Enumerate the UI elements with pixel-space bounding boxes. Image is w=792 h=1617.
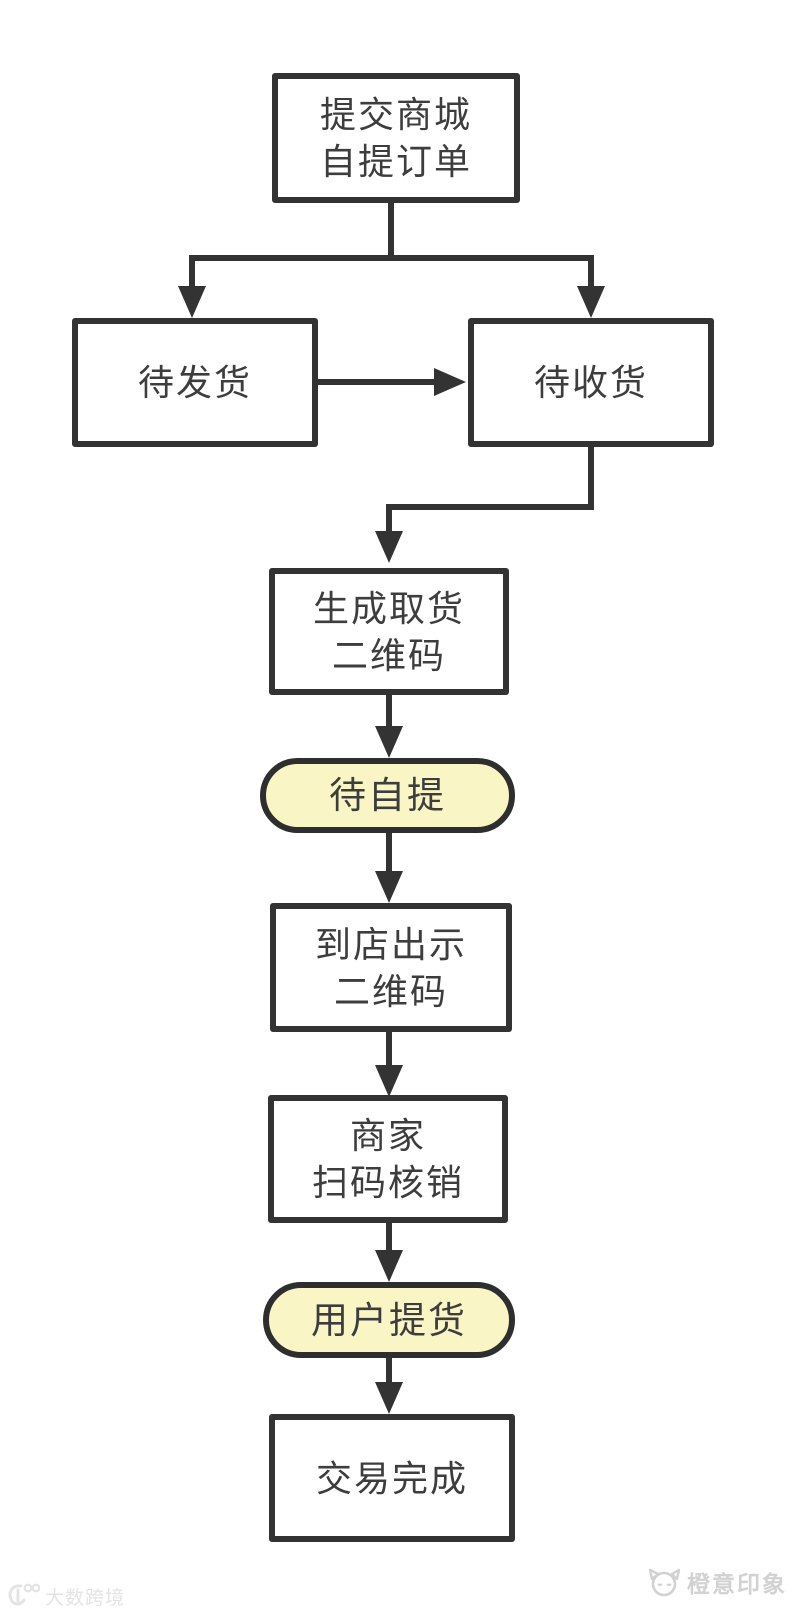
- label-line: 到店出示: [314, 923, 467, 965]
- node-awaiting-shipment-label: 待发货: [138, 359, 252, 406]
- label-line: 扫码核销: [311, 1162, 464, 1203]
- label-line: 提交商城: [319, 94, 472, 135]
- connector-qr-to-pickup-wait: [386, 695, 392, 726]
- label-line: 交易完成: [315, 1457, 468, 1499]
- label-line: 待收货: [533, 362, 648, 403]
- node-awaiting-receipt-label: 待收货: [534, 359, 648, 406]
- connector-pickupwait-to-showqr: [386, 833, 392, 871]
- node-awaiting-self-pickup-label: 待自提: [329, 772, 446, 819]
- label-line: 待自提: [329, 775, 446, 816]
- label-line: 二维码: [333, 970, 448, 1012]
- watermark-left-text: 大数跨境: [45, 1587, 126, 1609]
- node-user-pickup: 用户提货: [263, 1282, 515, 1358]
- node-user-pickup-label: 用户提货: [311, 1297, 467, 1344]
- arrowhead-to-awaiting-self-pickup-icon: [375, 726, 403, 758]
- label-line: 商家: [349, 1115, 426, 1156]
- connector-showqr-to-scan: [386, 1032, 392, 1065]
- watermark-right-text: 橙意印象: [687, 1571, 787, 1597]
- connector-shipment-to-receipt: [318, 379, 434, 385]
- arrowhead-to-awaiting-shipment-icon: [178, 286, 206, 318]
- node-submit-order: 提交商城 自提订单: [272, 73, 520, 203]
- connector-branch-left: [189, 255, 195, 286]
- connector-branch-right: [588, 255, 594, 286]
- node-transaction-complete: 交易完成: [269, 1414, 515, 1542]
- arrowhead-to-merchant-scan-icon: [375, 1065, 403, 1097]
- connector-elbow-down: [386, 504, 392, 531]
- node-transaction-complete-label: 交易完成: [316, 1455, 468, 1502]
- watermark-left: 大数跨境: [6, 1582, 125, 1610]
- connector-userpickup-to-complete: [386, 1358, 392, 1382]
- label-line: 用户提货: [311, 1299, 467, 1341]
- dashu-kuajing-logo-icon: [6, 1582, 40, 1610]
- label-line: 生成取货: [312, 587, 465, 629]
- watermark-right: 橙意印象: [646, 1565, 787, 1599]
- arrowhead-to-user-pickup-icon: [375, 1250, 403, 1282]
- node-merchant-scan-verify: 商家 扫码核销: [268, 1095, 508, 1223]
- node-awaiting-receipt: 待收货: [468, 318, 714, 447]
- node-submit-order-label: 提交商城 自提订单: [320, 91, 472, 185]
- node-generate-pickup-qr: 生成取货 二维码: [269, 568, 509, 695]
- connector-elbow-horizontal: [386, 504, 594, 510]
- connector-submit-down: [388, 200, 394, 261]
- node-awaiting-shipment: 待发货: [72, 318, 318, 447]
- node-generate-pickup-qr-label: 生成取货 二维码: [313, 585, 465, 679]
- arrowhead-to-show-qr-icon: [375, 871, 403, 903]
- node-awaiting-self-pickup: 待自提: [260, 758, 515, 833]
- node-merchant-scan-verify-label: 商家 扫码核销: [312, 1112, 464, 1206]
- node-show-qr-at-store: 到店出示 二维码: [270, 903, 512, 1032]
- label-line: 自提订单: [319, 141, 472, 182]
- label-line: 二维码: [331, 634, 446, 676]
- node-show-qr-at-store-label: 到店出示 二维码: [315, 921, 467, 1015]
- arrowhead-to-awaiting-receipt-icon: [577, 286, 605, 318]
- arrowhead-to-generate-qr-icon: [375, 531, 403, 563]
- connector-receipt-down: [588, 447, 594, 510]
- connector-scan-to-userpickup: [386, 1223, 392, 1250]
- arrowhead-right-icon: [434, 368, 466, 396]
- cat-logo-icon: [646, 1567, 682, 1597]
- connector-split-horizontal: [189, 255, 594, 261]
- label-line: 待发货: [137, 362, 252, 403]
- arrowhead-to-complete-icon: [375, 1382, 403, 1414]
